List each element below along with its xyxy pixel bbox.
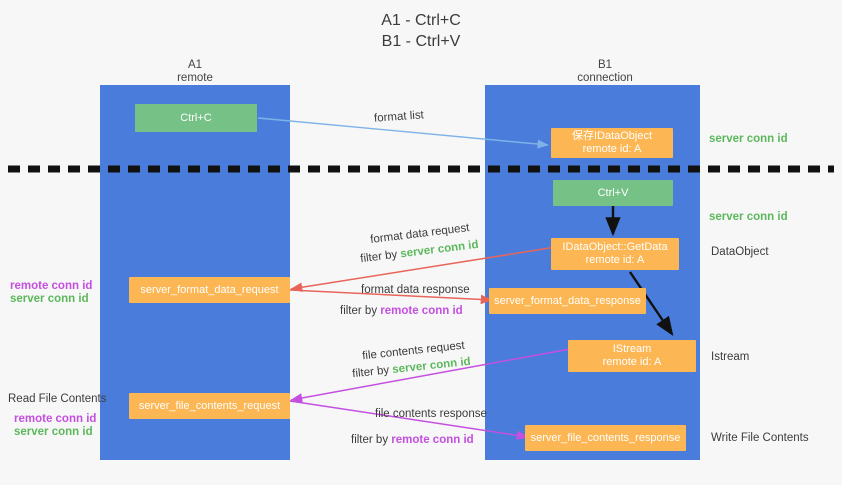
arrow-file-contents-response [289, 400, 529, 441]
title-line-1: A1 - Ctrl+C [381, 12, 461, 29]
annotation-remote-conn-id-mid: remote conn id [10, 280, 93, 292]
filter-key-remote-conn-id: remote conn id [380, 305, 463, 317]
filter-prefix: filter by [351, 434, 392, 446]
label-format-data-response: format data response [361, 284, 470, 296]
title-line-2: B1 - Ctrl+V [381, 33, 461, 50]
lane-a1-role: remote [177, 72, 213, 84]
box-getdata-line1: IDataObject::GetData [562, 241, 668, 253]
box-server-format-data-response[interactable]: server_format_data_response [489, 288, 646, 314]
arrow-format-list [257, 117, 549, 149]
annotation-dataobject: DataObject [711, 246, 769, 258]
box-format-data-request-label: server_format_data_request [140, 283, 279, 296]
arrow-getdata-to-istream [629, 271, 674, 336]
annotation-server-conn-id-left-mid: server conn id [10, 293, 89, 305]
page-title: A1 - Ctrl+C B1 - Ctrl+V [0, 10, 842, 52]
box-server-format-data-request[interactable]: server_format_data_request [129, 277, 290, 303]
box-save-idataobject-line2: remote id: A [582, 143, 642, 155]
box-save-idataobject[interactable]: 保存IDataObject remote id: A [551, 128, 673, 158]
box-ctrl-v[interactable]: Ctrl+V [553, 180, 673, 206]
lane-b1-name: B1 [597, 59, 613, 71]
box-ctrl-v-label: Ctrl+V [597, 186, 629, 199]
box-file-contents-response-label: server_file_contents_response [530, 431, 681, 444]
label-format-data-response-filter: filter by remote conn id [340, 305, 463, 317]
box-istream-line1: IStream [612, 343, 652, 355]
arrow-file-contents-request [290, 348, 571, 403]
annotation-remote-conn-id-low: remote conn id [14, 413, 97, 425]
box-server-file-contents-request[interactable]: server_file_contents_request [129, 393, 290, 419]
box-idataobject-getdata[interactable]: IDataObject::GetData remote id: A [551, 238, 679, 270]
box-format-data-response-label: server_format_data_response [494, 294, 641, 307]
arrow-format-data-response [289, 289, 493, 305]
arrow-format-data-request [290, 246, 557, 292]
annotation-server-conn-id-mid: server conn id [709, 211, 788, 223]
lane-a1-name: A1 [187, 59, 203, 71]
lane-header-a1: A1 remote [135, 59, 255, 85]
annotation-server-conn-id-left-low: server conn id [14, 426, 93, 438]
box-file-contents-request-label: server_file_contents_request [138, 399, 281, 412]
annotation-server-conn-id-top: server conn id [709, 133, 788, 145]
annotation-read-file-contents: Read File Contents [8, 393, 107, 405]
box-server-file-contents-response[interactable]: server_file_contents_response [525, 425, 686, 451]
label-file-contents-response-filter: filter by remote conn id [351, 434, 474, 446]
filter-prefix: filter by [340, 305, 381, 317]
annotation-write-file-contents: Write File Contents [711, 432, 809, 444]
lane-b1-role: connection [577, 72, 633, 84]
box-getdata-line2: remote id: A [585, 254, 645, 266]
box-ctrl-c-label: Ctrl+C [180, 111, 212, 124]
annotation-istream: Istream [711, 351, 750, 363]
box-istream[interactable]: IStream remote id: A [568, 340, 696, 372]
box-save-idataobject-line1: 保存IDataObject [571, 130, 653, 142]
box-ctrl-c[interactable]: Ctrl+C [135, 104, 257, 132]
filter-key-remote-conn-id: remote conn id [391, 434, 474, 446]
label-file-contents-response: file contents response [375, 408, 487, 420]
lane-header-b1: B1 connection [535, 59, 675, 85]
box-istream-line2: remote id: A [602, 356, 662, 368]
